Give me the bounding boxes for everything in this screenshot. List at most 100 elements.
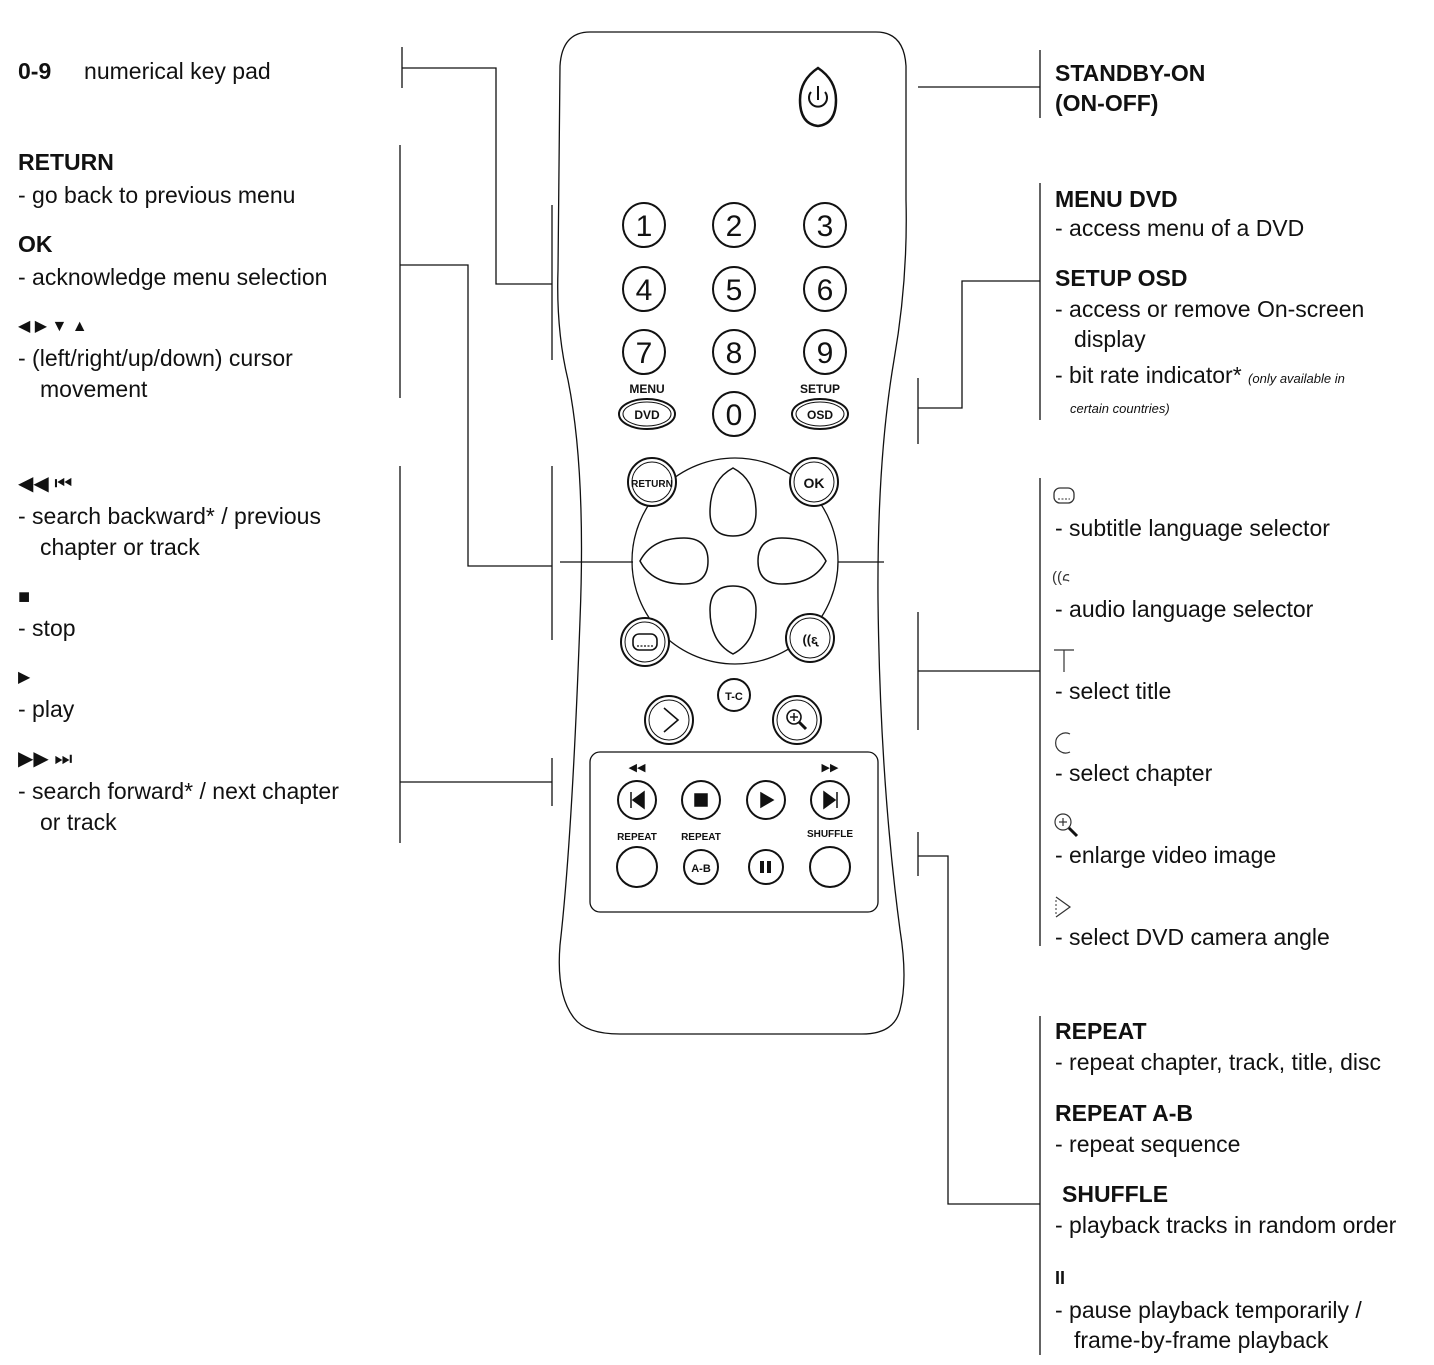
leader-repeat [917, 832, 1041, 1355]
up-arrow-button[interactable] [709, 467, 757, 537]
digit-7-button[interactable]: 7 [622, 329, 666, 375]
keypad-key: 0-9 [18, 58, 52, 84]
audio-button-icon: ((ᶓ [802, 632, 819, 647]
bitrate-text: - bit rate indicator* [1055, 362, 1242, 388]
chapter-desc: - select chapter [1055, 760, 1213, 786]
digit-1-button[interactable]: 1 [622, 202, 666, 248]
audio-desc: - audio language selector [1055, 596, 1314, 622]
play-icon [760, 791, 775, 809]
zoom-button-icon [786, 709, 808, 731]
digit-label: 7 [636, 337, 653, 370]
keypad-annotation: 0-9 numerical key pad [18, 56, 271, 86]
menu-label: MENU [629, 382, 664, 396]
previous-icon [630, 790, 645, 810]
dvd-button[interactable] [618, 398, 676, 430]
setup-osd-desc-1: - access or remove On-screen [1055, 296, 1365, 322]
repeat-title: REPEAT [1055, 1018, 1147, 1044]
play-desc: - play [18, 696, 75, 722]
digit-label: 1 [636, 210, 653, 243]
digit-label: 0 [726, 399, 743, 432]
setup-osd-desc-3: - bit rate indicator* (only available in [1055, 360, 1345, 394]
repeat-ab-button[interactable] [683, 849, 719, 885]
leader-menu-setup [917, 183, 1041, 444]
nav-ring [631, 457, 839, 665]
repeat-label: REPEAT [617, 832, 657, 843]
digit-label: 3 [817, 210, 834, 243]
angle-button[interactable] [644, 695, 694, 745]
return-button[interactable] [627, 457, 677, 507]
stop-desc: - stop [18, 615, 76, 641]
repeat-button[interactable] [616, 846, 658, 888]
leader-standby [918, 50, 1041, 118]
repeat-ab-desc: - repeat sequence [1055, 1131, 1241, 1157]
standby-title-2: (ON-OFF) [1055, 90, 1159, 116]
ok-desc: - acknowledge menu selection [18, 264, 328, 290]
return-desc: - go back to previous menu [18, 182, 296, 208]
ok-label: OK [804, 475, 825, 491]
ok-button[interactable] [789, 457, 839, 507]
cursor-desc-2: movement [40, 376, 148, 402]
search-backward-desc-1: - search backward* / previous [18, 503, 321, 529]
shuffle-button[interactable] [809, 846, 851, 888]
digit-9-button[interactable]: 9 [803, 329, 847, 375]
subtitle-icon [1053, 487, 1075, 504]
stop-icon [694, 793, 708, 807]
pause-button[interactable] [748, 849, 784, 885]
audio-button[interactable] [785, 613, 835, 663]
next-icon [823, 790, 838, 810]
digit-6-button[interactable]: 6 [803, 266, 847, 312]
dvd-label: DVD [634, 408, 660, 422]
pause-button-icon [760, 861, 771, 873]
zoom-desc: - enlarge video image [1055, 842, 1277, 868]
digit-8-button[interactable]: 8 [712, 329, 756, 375]
leader-function [917, 478, 1041, 946]
zoom-button[interactable] [772, 695, 822, 745]
digit-2-button[interactable]: 2 [712, 202, 756, 248]
digit-label: 2 [726, 210, 743, 243]
rew-label: ◀◀ [629, 762, 646, 774]
title-icon [1054, 649, 1074, 672]
digit-label: 5 [726, 274, 743, 307]
audio-icon: ((᱈ [1052, 569, 1071, 586]
leader-keypad [401, 47, 553, 360]
zoom-icon [1054, 813, 1079, 838]
keypad-desc: numerical key pad [84, 58, 271, 84]
left-arrow-button[interactable] [639, 537, 709, 585]
remote-body [557, 31, 907, 1035]
leader-return-ok [399, 145, 553, 640]
pause-icon: II [1055, 1268, 1066, 1288]
bitrate-note-2: certain countries) [1070, 401, 1170, 416]
osd-button[interactable] [791, 398, 849, 430]
subtitle-button[interactable] [620, 617, 670, 667]
power-button[interactable] [798, 66, 838, 128]
search-forward-desc-2: or track [40, 809, 117, 835]
digit-5-button[interactable]: 5 [712, 266, 756, 312]
ok-title: OK [18, 231, 53, 257]
title-desc: - select title [1055, 678, 1172, 704]
repeat-ab-label: REPEAT [681, 832, 721, 843]
setup-osd-desc-2: display [1074, 326, 1146, 352]
search-forward-desc-1: - search forward* / next chapter [18, 778, 339, 804]
right-arrow-button[interactable] [757, 537, 827, 585]
down-arrow-button[interactable] [709, 585, 757, 655]
digit-4-button[interactable]: 4 [622, 266, 666, 312]
search-forward-icon: ▶▶ ⏭ [18, 748, 73, 770]
subtitle-desc: - subtitle language selector [1055, 515, 1330, 541]
shuffle-title: SHUFFLE [1062, 1181, 1169, 1207]
digit-0-button[interactable]: 0 [712, 391, 756, 437]
digit-3-button[interactable]: 3 [803, 202, 847, 248]
ab-label: A-B [691, 863, 711, 875]
osd-label: OSD [807, 408, 833, 422]
search-backward-icon: ◀◀ ⏮ [18, 473, 73, 495]
angle-button-icon [663, 707, 680, 733]
shuffle-desc: - playback tracks in random order [1055, 1212, 1397, 1238]
tc-button[interactable] [717, 678, 751, 712]
setup-osd-title: SETUP OSD [1055, 265, 1188, 291]
ff-label: ▶▶ [822, 762, 839, 774]
setup-label: SETUP [800, 382, 840, 396]
menu-dvd-title: MENU DVD [1055, 186, 1178, 212]
standby-title-1: STANDBY-ON [1055, 60, 1206, 86]
search-backward-desc-2: chapter or track [40, 534, 200, 560]
repeat-desc: - repeat chapter, track, title, disc [1055, 1049, 1381, 1075]
